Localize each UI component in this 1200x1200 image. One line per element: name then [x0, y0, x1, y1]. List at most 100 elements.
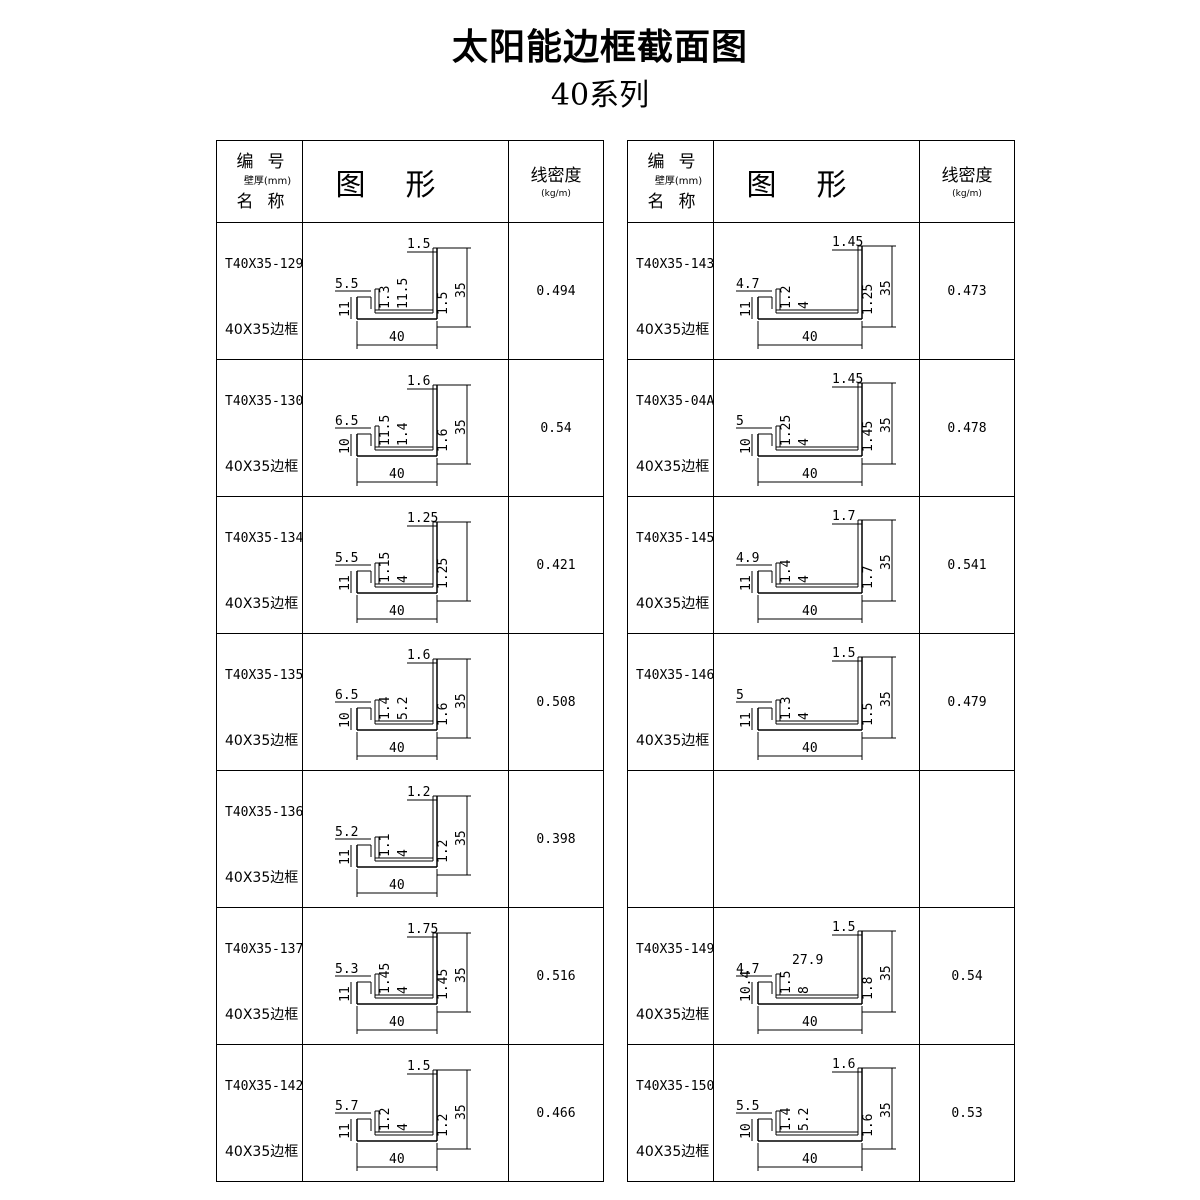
- dim-top-thickness-label: 1.6: [832, 1057, 855, 1072]
- dim-height-label: 35: [879, 280, 894, 296]
- dim-width-label: 40: [389, 1152, 405, 1167]
- dim-wall2-label: 11.5: [396, 278, 411, 309]
- header-code-label: 编号: [647, 151, 710, 172]
- frame-profile-shape: [335, 1069, 471, 1171]
- dim-height-label: 35: [879, 691, 894, 707]
- dim-side-height-label: 11: [338, 849, 353, 865]
- profile-name: 40X35边框: [636, 1007, 710, 1023]
- dim-left-width-label: 4.7: [736, 277, 759, 292]
- linear-density-value: [919, 770, 1015, 908]
- profile-code: T40X35-137: [225, 942, 304, 957]
- dim-top-thickness-label: 1.5: [832, 920, 855, 935]
- dim-wall1-label: 1.45: [378, 963, 393, 994]
- profile-name: 40X35边框: [636, 322, 710, 338]
- dim-left-width-label: 5.5: [736, 1099, 759, 1114]
- dim-width-label: 40: [389, 330, 405, 345]
- dim-left-width-label: 5.3: [335, 962, 358, 977]
- dim-side-height-label: 11: [338, 1123, 353, 1139]
- dim-wall3-label: 1.5: [861, 703, 876, 726]
- linear-density-value: 0.508: [508, 633, 604, 771]
- profile-code: T40X35-149: [636, 942, 715, 957]
- dim-wall2-label: 4: [396, 1123, 411, 1131]
- profile-code: T40X35-142: [225, 1079, 304, 1094]
- frame-profile-shape: [335, 384, 471, 486]
- profile-name: 40X35边框: [636, 596, 710, 612]
- dim-wall1-label: 1.5: [779, 971, 794, 994]
- linear-density-value: 0.494: [508, 222, 604, 360]
- profile-name: 40X35边框: [225, 596, 299, 612]
- table-header-row: 编号 壁厚(mm) 名称 图形 线密度 (kg/m): [627, 140, 1015, 223]
- header-code-cell: 编号 壁厚(mm) 名称: [627, 140, 714, 223]
- frame-profile-shape: [335, 795, 471, 897]
- frame-profile-shape: [335, 932, 471, 1034]
- dim-left-width-label: 5: [736, 688, 744, 703]
- dim-wall2-label: 8: [797, 986, 812, 994]
- profile-code: T40X35-135: [225, 668, 304, 683]
- dim-inner-width-label: 27.9: [792, 953, 823, 968]
- dim-left-width-label: 4.9: [736, 551, 759, 566]
- page-subtitle: 40系列: [550, 78, 650, 113]
- dim-wall3-label: 1.25: [436, 558, 451, 589]
- dim-wall2-label: 5.2: [797, 1108, 812, 1131]
- dim-wall2-label: 4: [797, 301, 812, 309]
- dim-wall1-label: 1.25: [779, 415, 794, 446]
- profile-code: T40X35-150: [636, 1079, 715, 1094]
- dim-side-height-label: 11: [338, 575, 353, 591]
- table-row: [627, 770, 1015, 908]
- frame-profile-shape: [736, 930, 896, 1034]
- dim-wall2-label: 4: [797, 712, 812, 720]
- dim-wall3-label: 1.5: [436, 292, 451, 315]
- dim-top-thickness-label: 1.75: [407, 922, 438, 937]
- dim-top-thickness-label: 1.6: [407, 374, 430, 389]
- header-figure-label: 图形: [713, 140, 920, 223]
- header-thickness-label: 壁厚(mm): [654, 175, 703, 187]
- dim-left-width-label: 5: [736, 414, 744, 429]
- code-name-cell: [627, 770, 714, 908]
- header-density-unit: (kg/m): [541, 188, 571, 199]
- dim-top-thickness-label: 1.5: [407, 1059, 430, 1074]
- dim-left-width-label: 4.7: [736, 962, 759, 977]
- dim-wall2-label: 4: [797, 438, 812, 446]
- dim-wall3-label: 1.25: [861, 284, 876, 315]
- dim-side-height-label: 10.4: [739, 971, 754, 1002]
- dim-width-label: 40: [389, 741, 405, 756]
- profile-code: T40X35-146: [636, 668, 715, 683]
- dim-left-width-label: 5.5: [335, 551, 358, 566]
- page-title: 太阳能边框截面图: [451, 27, 748, 68]
- header-thickness-label: 壁厚(mm): [243, 175, 292, 187]
- dim-wall1-label: 1.2: [378, 1108, 393, 1131]
- profile-figure-cell: [713, 770, 920, 908]
- dim-side-height-label: 11: [739, 712, 754, 728]
- header-density-label: 线密度: [530, 165, 582, 186]
- dim-side-height-label: 10: [338, 712, 353, 728]
- dim-side-height-label: 11: [338, 986, 353, 1002]
- linear-density-value: 0.421: [508, 496, 604, 634]
- header-name-label: 名称: [647, 191, 710, 212]
- dim-wall2-label: 5.2: [396, 697, 411, 720]
- linear-density-value: 0.516: [508, 907, 604, 1045]
- header-density-cell: 线密度 (kg/m): [508, 140, 604, 223]
